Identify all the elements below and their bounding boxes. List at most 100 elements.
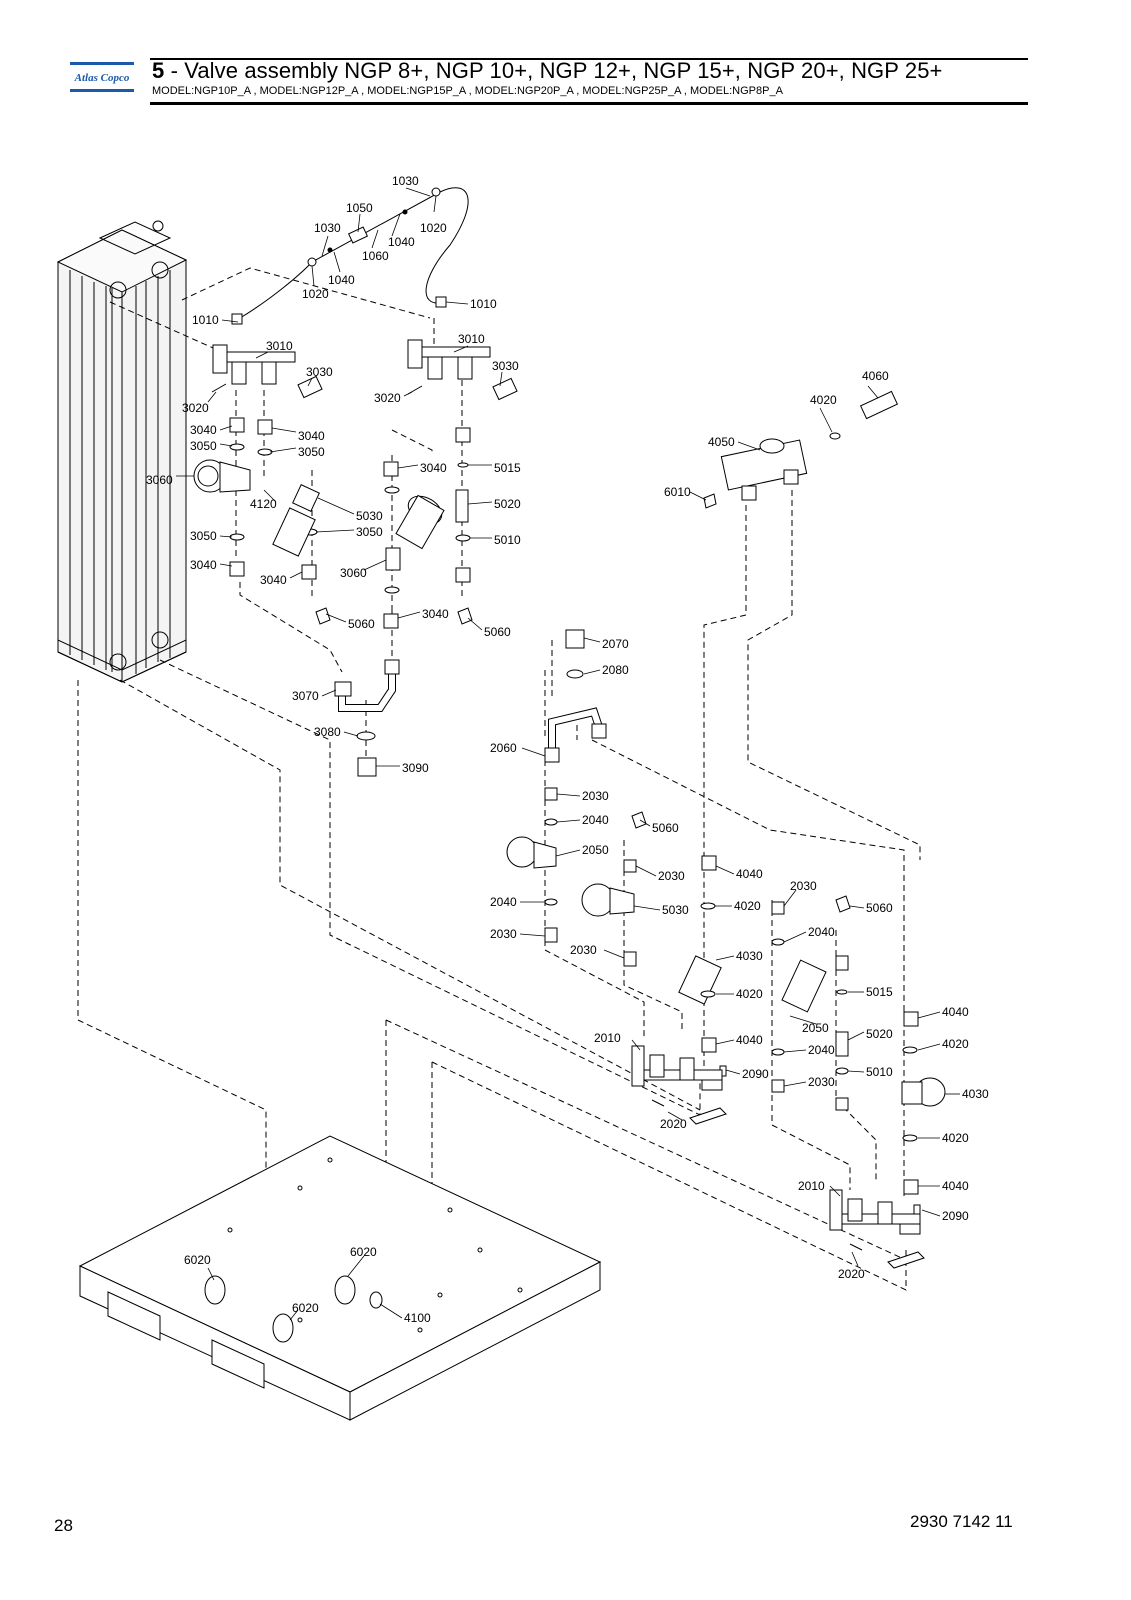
callout-label: 1030	[392, 174, 419, 188]
callout-label: 4020	[942, 1131, 969, 1145]
pipe-3070	[334, 659, 400, 777]
callout-label: 5030	[356, 509, 383, 523]
callout-label: 5060	[866, 901, 893, 915]
callout-label: 4020	[942, 1037, 969, 1051]
callout-label: 1010	[192, 313, 219, 327]
callout-label: 3080	[314, 725, 341, 739]
callout-label: 1040	[388, 235, 415, 249]
leader-lines	[176, 187, 960, 1321]
callout-label: 4050	[708, 435, 735, 449]
base-pallet	[78, 1135, 602, 1421]
valves-left	[193, 459, 445, 571]
callout-label: 3070	[292, 689, 319, 703]
callout-label: 4030	[962, 1087, 989, 1101]
callout-label: 2080	[602, 663, 629, 677]
filter-housing-drawing	[56, 220, 188, 683]
callout-label: 2040	[490, 895, 517, 909]
callout-label: 5015	[866, 985, 893, 999]
callout-label: 2010	[798, 1179, 825, 1193]
callout-label: 2030	[582, 789, 609, 803]
callout-label: 4040	[736, 1033, 763, 1047]
manifold-2010-a	[631, 1045, 727, 1125]
callout-label: 3050	[190, 529, 217, 543]
manifold-left	[211, 344, 323, 399]
callout-label: 2030	[790, 879, 817, 893]
callout-labels: 1030 1050 1030 1020 1040 1060 1040 1020 …	[146, 174, 989, 1325]
callout-label: 5015	[494, 461, 521, 475]
callout-label: 3040	[190, 558, 217, 572]
callout-label: 3010	[266, 339, 293, 353]
callout-label: 3040	[298, 429, 325, 443]
callout-label: 6010	[664, 485, 691, 499]
callout-label: 5030	[662, 903, 689, 917]
callout-label: 2040	[808, 1043, 835, 1057]
fittings-middle	[506, 787, 946, 1216]
callout-label: 2030	[490, 927, 517, 941]
callout-label: 2030	[808, 1075, 835, 1089]
callout-label: 5020	[494, 497, 521, 511]
callout-label: 2090	[942, 1209, 969, 1223]
callout-label: 4040	[942, 1005, 969, 1019]
callout-label: 4020	[736, 987, 763, 1001]
callout-label: 4040	[736, 867, 763, 881]
callout-label: 5010	[866, 1065, 893, 1079]
callout-label: 3040	[260, 573, 287, 587]
document-number: 2930 7142 11	[910, 1512, 1013, 1531]
callout-label: 2020	[838, 1267, 865, 1281]
callout-label: 3040	[420, 461, 447, 475]
callout-label: 1020	[420, 221, 447, 235]
callout-label: 3040	[190, 423, 217, 437]
callout-label: 3060	[146, 473, 173, 487]
logo-text: Atlas Copco	[74, 72, 130, 84]
assembly-guide-lines	[77, 267, 921, 1291]
callout-label: 2010	[594, 1031, 621, 1045]
callout-label: 1060	[362, 249, 389, 263]
page-number: 28	[54, 1516, 73, 1535]
callout-label: 4020	[734, 899, 761, 913]
callout-label: 4040	[942, 1179, 969, 1193]
title-text: - Valve assembly NGP 8+, NGP 10+, NGP 12…	[170, 58, 943, 83]
callout-label: 3050	[356, 525, 383, 539]
callout-label: 5020	[866, 1027, 893, 1041]
pipe-2060	[544, 629, 607, 763]
callout-label: 4060	[862, 369, 889, 383]
callout-label: 4100	[404, 1311, 431, 1325]
page-title: 5 - Valve assembly NGP 8+, NGP 10+, NGP …	[152, 58, 942, 84]
section-number: 5	[152, 58, 165, 83]
header-rule-bottom	[150, 102, 1028, 105]
callout-label: 1040	[328, 273, 355, 287]
callout-label: 3040	[422, 607, 449, 621]
callout-label: 6020	[184, 1253, 211, 1267]
callout-label: 1010	[470, 297, 497, 311]
callout-label: 3010	[458, 332, 485, 346]
callout-label: 2030	[570, 943, 597, 957]
callout-label: 6020	[292, 1301, 319, 1315]
callout-label: 2050	[582, 843, 609, 857]
callout-label: 3060	[340, 566, 367, 580]
callout-label: 4120	[250, 497, 277, 511]
callout-label: 3050	[298, 445, 325, 459]
manifold-middle	[407, 339, 518, 401]
header-rule-top	[150, 58, 1028, 60]
callout-label: 2030	[658, 869, 685, 883]
callout-label: 5010	[494, 533, 521, 547]
callout-label: 1050	[346, 201, 373, 215]
callout-label: 1030	[314, 221, 341, 235]
callout-label: 4030	[736, 949, 763, 963]
callout-label: 5060	[484, 625, 511, 639]
callout-label: 2090	[742, 1067, 769, 1081]
callout-label: 2060	[490, 741, 517, 755]
callout-label: 5060	[348, 617, 375, 631]
sensor-cable	[231, 187, 469, 325]
callout-label: 3050	[190, 439, 217, 453]
callout-label: 5060	[652, 821, 679, 835]
callout-label: 6020	[350, 1245, 377, 1259]
model-list: MODEL:NGP10P_A , MODEL:NGP12P_A , MODEL:…	[152, 85, 783, 97]
callout-label: 3020	[374, 391, 401, 405]
manifold-2010-b	[829, 1189, 925, 1269]
callout-label: 4020	[810, 393, 837, 407]
atlas-copco-logo: Atlas Copco	[70, 62, 134, 94]
callout-label: 2070	[602, 637, 629, 651]
callout-label: 2020	[660, 1117, 687, 1131]
manifold-4050	[703, 390, 899, 509]
